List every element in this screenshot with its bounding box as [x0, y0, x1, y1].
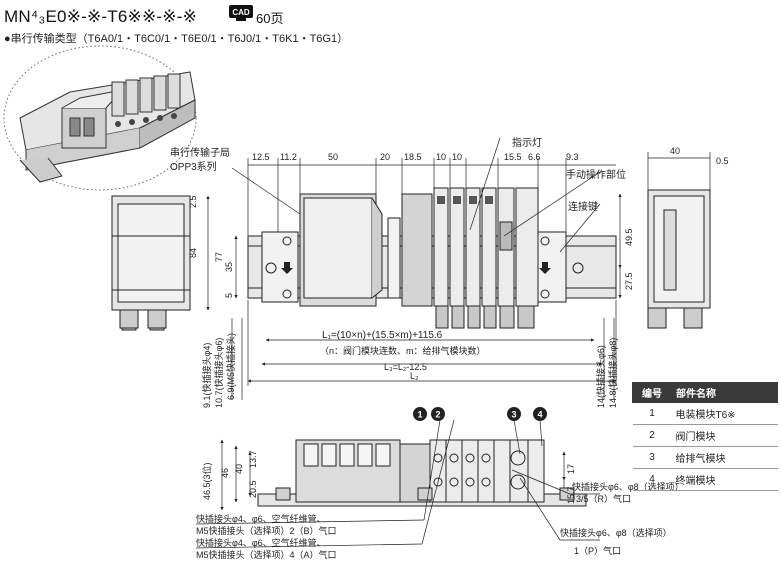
legend-row-name: 阀门模块 — [671, 424, 778, 447]
isometric-view — [3, 45, 197, 191]
cad-badge-text: CAD — [232, 8, 250, 17]
front-view — [121, 187, 617, 331]
dim-top-18.5: 18.5 — [404, 152, 422, 162]
dim-bottom-20.5: 20.5 — [248, 480, 258, 498]
dim-rot-right-1: 14(快插接头φ6) — [595, 345, 606, 408]
dim-rot-right-2: 14.8(快插接头φ8) — [607, 338, 618, 408]
dim-l3: L₃=L₂-12.5 — [384, 362, 427, 372]
callout-connecting-key: 连接键 — [568, 200, 598, 213]
subtitle: ●串行传输类型（T6A0/1・T6C0/1・T6E0/1・T6J0/1・T6K1… — [4, 33, 349, 45]
parts-legend-table: 编号 部件名称 1 电装模块T6※ 2 阀门模块 3 给排气模块 4 终端模块 — [632, 382, 778, 491]
dim-bottom-15.7: 15.7 — [566, 486, 576, 504]
dim-rot-left-3: 6.9(M5快插接头) — [225, 333, 236, 400]
dim-left-35: 35 — [224, 262, 234, 272]
dim-right-0.5: 0.5 — [716, 156, 729, 166]
dim-top-11.2: 11.2 — [280, 152, 297, 162]
dim-left-5: 5 — [224, 293, 234, 298]
legend-row-no: 1 — [632, 402, 672, 425]
legend-row: 2 阀门模块 — [632, 424, 778, 447]
legend-row-name: 给排气模块 — [671, 446, 778, 469]
bubble-2: 2 — [435, 410, 440, 420]
dim-top-20: 20 — [380, 152, 390, 162]
legend-row: 1 电装模块T6※ — [632, 402, 778, 425]
dim-bottom-17: 17 — [566, 464, 576, 474]
bubble-1: 1 — [417, 410, 422, 420]
dim-top-10b: 10 — [452, 152, 462, 162]
legend-row: 4 终端模块 — [632, 468, 778, 491]
callout-serial-sub-station: 串行传输子局 — [170, 146, 230, 159]
dim-top-12.5: 12.5 — [252, 152, 270, 162]
dim-right-40: 40 — [670, 146, 680, 156]
legend-row: 3 给排气模块 — [632, 446, 778, 469]
port-label-left-1: 快插接头φ4、φ6、空气纤维管、 — [196, 513, 326, 524]
port-label-right-3: 快插接头φ6、φ8（选择项） — [560, 527, 672, 538]
dim-top-6.6: 6.6 — [528, 152, 541, 162]
dim-rot-left-2: 10.7(快插接头φ6) — [213, 338, 224, 408]
dim-left-77: 77 — [214, 252, 224, 262]
callout-opp3-series: OPP3系列 — [170, 160, 217, 173]
port-label-right-4: 1（P）气口 — [574, 545, 621, 556]
dimension-lines — [206, 137, 711, 511]
part-bubbles: 1 2 3 4 — [413, 407, 547, 421]
dim-l2: L₂ — [410, 371, 419, 381]
dim-top-9.3: 9.3 — [566, 152, 579, 162]
legend-row-name: 终端模块 — [671, 468, 778, 491]
port-label-left-2: M5快插接头（选择项）2（B）气口 — [196, 525, 337, 536]
dim-bottom-13.7: 13.7 — [248, 450, 258, 468]
dim-bottom-46: 46 — [220, 468, 230, 478]
bubble-4: 4 — [537, 410, 542, 420]
legend-header-name: 部件名称 — [671, 382, 778, 403]
legend-row-no: 3 — [632, 446, 672, 469]
cad-page-link[interactable]: 60页 — [256, 11, 284, 26]
dim-rot-left-1: 9.1(快插接头φ4) — [201, 343, 212, 408]
dim-right-27.5: 27.5 — [624, 272, 634, 290]
dim-left-2.5: 2.5 — [188, 195, 198, 208]
left-side-view — [111, 195, 191, 329]
cad-icon[interactable]: CAD — [228, 4, 254, 23]
dim-left-84: 84 — [188, 248, 198, 258]
port-label-left-4: M5快插接头（选择项）4（A）气口 — [196, 549, 337, 560]
legend-row-name: 电装模块T6※ — [671, 402, 778, 425]
dim-top-15.5: 15.5 — [504, 152, 522, 162]
dim-top-50: 50 — [328, 152, 338, 162]
model-code: MN⁴₃E0※-※-T6※※-※-※ — [4, 7, 198, 26]
dim-bottom-40: 40 — [234, 464, 244, 474]
port-label-right-1: 快插接头φ6、φ8（选择项） — [572, 481, 684, 492]
legend-header-no: 编号 — [632, 382, 672, 403]
port-label-left-3: 快插接头φ4、φ6、空气纤维管、 — [196, 537, 326, 548]
callout-indicator-light: 指示灯 — [512, 136, 542, 149]
dim-top-10a: 10 — [436, 152, 446, 162]
legend-row-no: 4 — [632, 468, 672, 491]
dim-right-49.5: 49.5 — [624, 228, 634, 246]
bottom-view — [195, 419, 600, 549]
dim-l1-note: （n：阀门模块连数、m：给排气模块数） — [320, 345, 486, 356]
legend-row-no: 2 — [632, 424, 672, 447]
callout-manual-operation: 手动操作部位 — [566, 168, 626, 181]
bubble-3: 3 — [511, 410, 516, 420]
right-side-view — [647, 189, 711, 329]
dim-bottom-46.5: 46.5(3位) — [201, 462, 212, 500]
dim-l1-formula: L₁=(10×n)+(15.5×m)+115.6 — [322, 330, 443, 341]
port-label-right-2: 3/5（R）气口 — [576, 493, 631, 504]
